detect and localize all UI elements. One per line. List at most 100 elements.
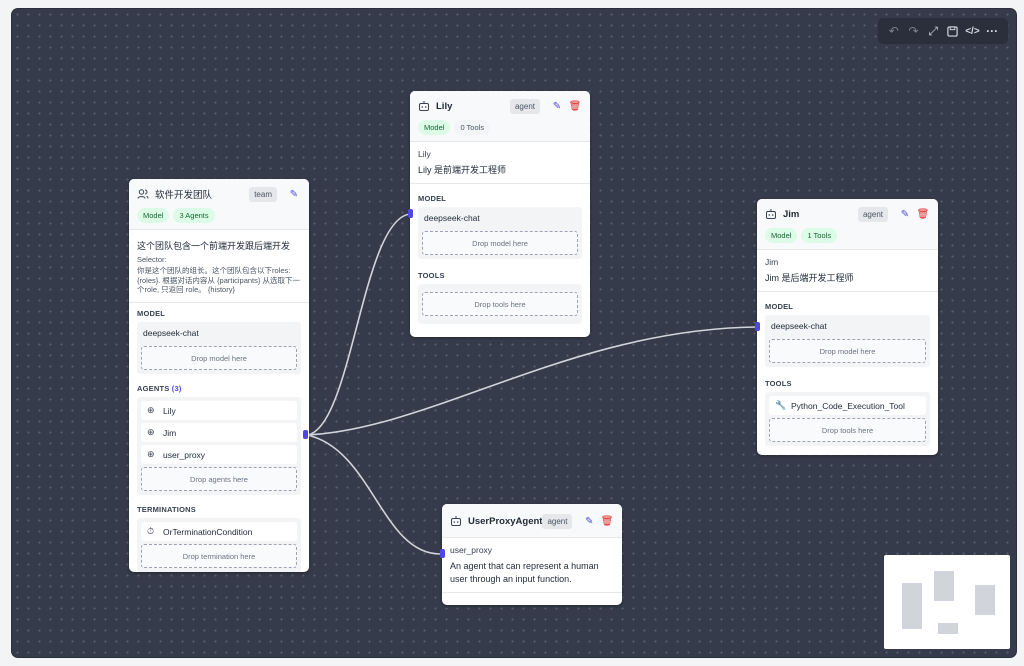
minimap-node <box>934 571 954 601</box>
proxy-node-header: UserProxyAgent agent ✎ 🗑 <box>442 504 622 538</box>
redo-icon[interactable]: ↷ <box>908 24 919 38</box>
lily-node[interactable]: Lily agent ✎ 🗑 Model 0 Tools Lily Lily 是… <box>410 91 590 337</box>
agents-pill: 3 Agents <box>173 208 215 223</box>
model-item[interactable]: deepseek-chat <box>771 321 827 331</box>
team-type-badge: team <box>249 186 277 202</box>
team-terminations-section: TERMINATIONS ⏱OrTerminationCondition Dro… <box>129 499 309 576</box>
bot-icon: ⊕ <box>147 449 155 459</box>
edge-team-proxy[interactable] <box>306 434 441 555</box>
tools-section-label: TOOLS <box>765 379 792 388</box>
team-description-text: 这个团队包含一个前端开发跟后端开发 <box>137 241 291 251</box>
tool-name: Python_Code_Execution_Tool <box>791 400 905 411</box>
bot-icon: ⊕ <box>147 427 155 437</box>
lily-title: Lily <box>436 100 453 112</box>
expand-icon[interactable]: ⤢ <box>928 23 938 38</box>
tools-section-label: TOOLS <box>418 271 445 280</box>
minimap-node <box>902 583 922 629</box>
minimap-node <box>975 585 995 615</box>
model-box: deepseek-chat Drop model here <box>765 315 930 367</box>
edit-icon[interactable]: ✎ <box>585 515 594 527</box>
team-model-section: MODEL deepseek-chat Drop model here <box>129 303 309 378</box>
proxy-input-handle[interactable] <box>440 549 445 558</box>
agents-section-label: AGENTS (3) <box>137 384 301 393</box>
code-icon[interactable]: </> <box>965 25 980 37</box>
agent-item-lily[interactable]: ⊕Lily <box>141 401 297 420</box>
model-box: deepseek-chat Drop model here <box>137 322 301 374</box>
edit-icon[interactable]: ✎ <box>552 100 562 112</box>
proxy-title: UserProxyAgent <box>468 515 543 527</box>
jim-node[interactable]: Jim agent ✎ 🗑 Model 1 Tools Jim Jim 是后端开… <box>757 199 938 455</box>
team-node-header: 软件开发团队 team ✎ Model 3 Agents <box>129 179 309 230</box>
model-pill: Model <box>765 228 798 243</box>
lily-description: Lily Lily 是前端开发工程师 <box>410 142 590 184</box>
terminations-box: ⏱ OrTerminationCondition Drop termination… <box>137 518 301 572</box>
model-section-label: MODEL <box>765 302 794 311</box>
team-output-handle[interactable] <box>303 430 308 439</box>
agent-item-user-proxy[interactable]: ⊕ user_proxy <box>141 445 297 464</box>
proxy-description: user_proxy An agent that can represent a… <box>442 538 622 594</box>
selector-label: Selector: <box>137 255 167 264</box>
jim-description: Jim Jim 是后端开发工程师 <box>757 250 938 292</box>
bot-icon <box>418 100 430 112</box>
lily-node-header: Lily agent ✎ 🗑 Model 0 Tools <box>410 91 590 142</box>
model-item[interactable]: deepseek-chat <box>424 213 480 223</box>
drop-model-zone[interactable]: Drop model here <box>769 339 926 363</box>
drop-model-zone[interactable]: Drop model here <box>141 346 297 370</box>
flow-canvas[interactable]: ↶ ↷ ⤢ </> ··· 软件开发团队 team ✎ <box>12 9 1016 657</box>
edge-team-jim[interactable] <box>306 326 758 436</box>
drop-termination-zone[interactable]: Drop termination here <box>141 544 297 568</box>
jim-description-text: Jim 是后端开发工程师 <box>765 273 854 283</box>
agents-label-text: AGENTS <box>137 384 170 393</box>
selector-text: 你是这个团队的组长。这个团队包含以下roles: {roles}. 根据对话内容… <box>137 265 300 295</box>
tool-item[interactable]: 🔧 Python_Code_Execution_Tool <box>769 396 926 415</box>
user-proxy-node[interactable]: UserProxyAgent agent ✎ 🗑 user_proxy An a… <box>442 504 622 605</box>
edit-icon[interactable]: ✎ <box>900 208 910 220</box>
edge-team-lily[interactable] <box>306 213 411 436</box>
agent-item-jim[interactable]: ⊕ Jim <box>141 423 297 442</box>
bot-icon <box>450 515 462 527</box>
drop-agents-zone[interactable]: Drop agents here <box>141 467 297 491</box>
timer-icon: ⏱ <box>147 526 155 536</box>
agent-name: Lily <box>163 405 176 416</box>
minimap-node <box>938 623 958 634</box>
agent-name: user_proxy <box>163 449 206 460</box>
trash-icon[interactable]: 🗑 <box>568 100 582 112</box>
proxy-type-badge: agent <box>542 513 573 529</box>
canvas-toolbar: ↶ ↷ ⤢ </> ··· <box>878 18 1008 44</box>
trash-icon[interactable]: 🗑 <box>600 515 614 527</box>
users-icon <box>137 188 149 200</box>
jim-node-header: Jim agent ✎ 🗑 Model 1 Tools <box>757 199 938 250</box>
edit-icon[interactable]: ✎ <box>289 188 299 200</box>
model-pill: Model <box>418 120 451 135</box>
team-description: 这个团队包含一个前端开发跟后端开发 Selector: 你是这个团队的组长。这个… <box>129 230 309 303</box>
save-icon[interactable] <box>944 22 962 40</box>
drop-model-zone[interactable]: Drop model here <box>422 231 578 255</box>
tools-pill: 0 Tools <box>454 120 491 135</box>
agents-box: ⊕Lily ⊕ Jim ⊕ user_proxy Drop agents here <box>137 397 301 495</box>
termination-item[interactable]: ⏱ OrTerminationCondition <box>141 522 297 541</box>
tools-pill: 1 Tools <box>801 228 838 243</box>
bot-icon <box>765 208 777 220</box>
lily-model-section: MODEL deepseek-chat Drop model here <box>410 184 590 263</box>
team-title: 软件开发团队 <box>155 190 213 201</box>
termination-name: OrTerminationCondition <box>163 526 253 537</box>
agents-count: (3) <box>171 384 182 393</box>
lily-input-handle[interactable] <box>408 209 413 218</box>
drop-tools-zone[interactable]: Drop tools here <box>422 292 578 316</box>
more-icon[interactable]: ··· <box>986 24 999 38</box>
undo-icon[interactable]: ↶ <box>888 24 899 38</box>
model-item[interactable]: deepseek-chat <box>143 328 199 338</box>
drop-tools-zone[interactable]: Drop tools here <box>769 418 926 442</box>
lily-name: Lily <box>418 149 431 159</box>
jim-title: Jim <box>783 208 800 220</box>
tools-box: Drop tools here <box>418 284 582 324</box>
minimap[interactable] <box>884 555 1010 649</box>
jim-tools-section: TOOLS 🔧 Python_Code_Execution_Tool Drop t… <box>757 371 938 450</box>
trash-icon[interactable]: 🗑 <box>916 208 930 220</box>
jim-input-handle[interactable] <box>755 322 760 331</box>
team-node[interactable]: 软件开发团队 team ✎ Model 3 Agents 这个团队包含一个前端开… <box>129 179 309 572</box>
jim-type-badge: agent <box>857 206 888 222</box>
wrench-icon: 🔧 <box>775 400 787 410</box>
agent-name: Jim <box>163 427 177 438</box>
